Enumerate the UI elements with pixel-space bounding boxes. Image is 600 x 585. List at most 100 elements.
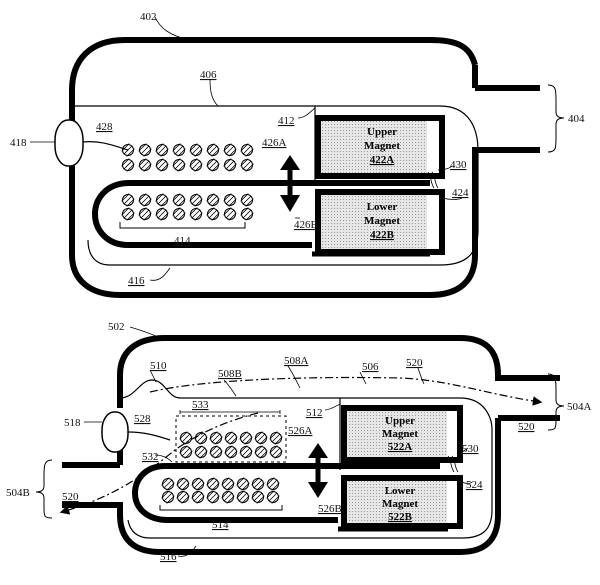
figure-1: Upper Magnet 422A Lower Magnet 422B	[10, 11, 585, 298]
ref-512: 512	[306, 407, 323, 419]
inner-channel-2	[127, 430, 493, 539]
coil-winding	[191, 490, 205, 504]
lower-magnet-2-line1: Lower	[385, 485, 416, 497]
u-core-2	[131, 463, 440, 523]
ref-426A: 426A	[262, 137, 287, 149]
lower-magnet-ref: 422B	[370, 229, 395, 241]
ref-533: 533	[192, 399, 209, 411]
upper-magnet-line1: Upper	[367, 126, 397, 138]
coil-winding	[240, 193, 254, 207]
coil-winding	[206, 207, 220, 221]
coil-winding	[236, 477, 250, 491]
coil-winding	[138, 193, 152, 207]
coil-winding	[251, 490, 265, 504]
ref-508A: 508A	[284, 355, 309, 367]
ref-506: 506	[362, 361, 379, 373]
ref-412: 412	[278, 115, 295, 127]
lower-magnet-line2: Magnet	[364, 215, 400, 227]
coil-winding	[179, 431, 193, 445]
coil-winding	[251, 477, 265, 491]
region-533	[175, 415, 287, 463]
ref-510: 510	[150, 360, 167, 372]
coil-winding	[172, 207, 186, 221]
coil-winding	[189, 158, 203, 172]
coil-winding	[138, 158, 152, 172]
inner-channel	[72, 105, 479, 151]
upper-magnet-1: Upper Magnet 422A	[315, 115, 445, 179]
coil-winding	[206, 158, 220, 172]
ref-532: 532	[142, 451, 159, 463]
coil-winding	[179, 445, 193, 459]
coil-winding	[240, 143, 254, 157]
ref-428: 428	[96, 121, 113, 133]
coil-winding	[138, 207, 152, 221]
ref-504B: 504B	[6, 487, 30, 499]
coil-winding	[206, 477, 220, 491]
coil-winding	[266, 477, 280, 491]
coil-winding	[269, 431, 283, 445]
coil-winding	[121, 158, 135, 172]
lower-magnet-line1: Lower	[367, 201, 398, 213]
coil-winding	[121, 193, 135, 207]
upper-magnet-line2: Magnet	[364, 140, 400, 152]
upper-magnet-2-line1: Upper	[385, 415, 415, 427]
ref-426B: 426B	[294, 219, 318, 231]
coil-winding	[176, 490, 190, 504]
coil-winding	[206, 490, 220, 504]
coil-winding	[209, 431, 223, 445]
coil-winding	[239, 445, 253, 459]
ref-416: 416	[128, 275, 145, 287]
coil-winding	[155, 143, 169, 157]
ref-424: 424	[452, 187, 469, 199]
u-core	[91, 180, 430, 248]
housing-outline	[69, 37, 540, 298]
ref-524: 524	[466, 479, 483, 491]
ref-520-left: 520	[62, 491, 79, 503]
lower-magnet-2-ref: 522B	[388, 511, 413, 523]
plug-capsule	[54, 119, 84, 167]
coil-winding	[209, 445, 223, 459]
coil-winding	[172, 158, 186, 172]
coil-winding	[223, 207, 237, 221]
ref-530: 530	[462, 443, 479, 455]
coil-winding	[224, 431, 238, 445]
coil-winding	[240, 207, 254, 221]
coil-winding	[223, 158, 237, 172]
coil-winding	[191, 477, 205, 491]
coil-winding	[236, 490, 250, 504]
coil-winding	[254, 445, 268, 459]
coil-winding	[121, 207, 135, 221]
ref-406: 406	[200, 69, 217, 81]
coil-winding	[172, 143, 186, 157]
coil-winding	[223, 143, 237, 157]
ref-430: 430	[450, 159, 467, 171]
coil-winding	[224, 445, 238, 459]
coil-winding	[240, 158, 254, 172]
coil-winding	[269, 445, 283, 459]
coil-winding	[172, 193, 186, 207]
coil-winding	[194, 431, 208, 445]
ref-414: 414	[174, 235, 191, 247]
ref-514: 514	[212, 519, 229, 531]
upper-magnet-2-ref: 522A	[388, 441, 413, 453]
coil-rows-2	[161, 431, 283, 504]
vertical-double-arrow-2	[308, 443, 328, 498]
ref-418: 418	[10, 137, 27, 149]
plug-capsule-2	[101, 411, 129, 453]
coil-winding	[155, 158, 169, 172]
coil-rows-1	[121, 143, 254, 221]
upper-magnet-2-line2: Magnet	[382, 428, 418, 440]
coil-winding	[194, 445, 208, 459]
coil-winding	[155, 193, 169, 207]
upper-magnet-ref: 422A	[370, 154, 395, 166]
coil-winding	[176, 477, 190, 491]
coil-winding	[223, 193, 237, 207]
coil-winding	[189, 143, 203, 157]
coil-winding	[239, 431, 253, 445]
ref-502: 502	[108, 321, 125, 333]
upper-magnet-2: Upper Magnet 522A	[341, 405, 463, 463]
vertical-double-arrow-1	[280, 155, 300, 212]
coil-winding	[189, 193, 203, 207]
inner-channel-lower	[87, 150, 479, 266]
